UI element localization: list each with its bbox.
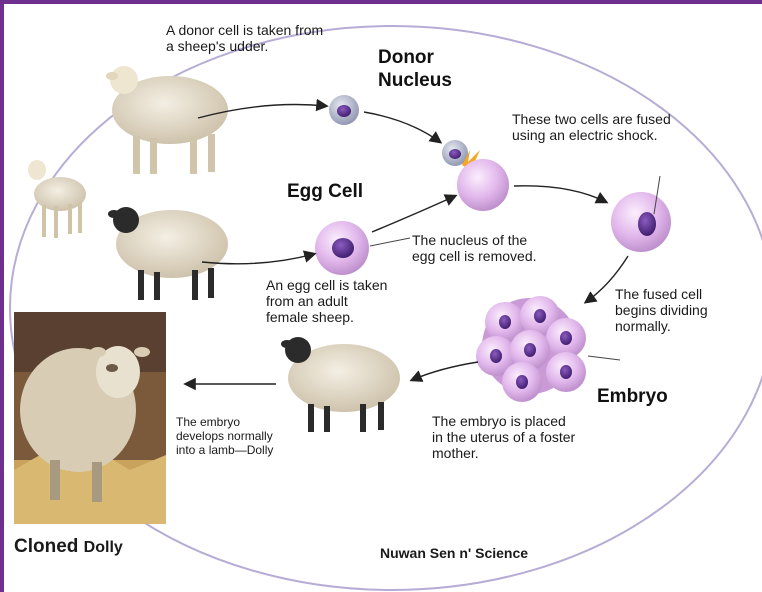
dolly-photo: [14, 312, 166, 524]
embryo-icon: [476, 296, 586, 402]
donor-cell-icon: [329, 95, 359, 125]
caption-dividing: The fused cell begins dividing normally.: [615, 286, 708, 334]
caption-donor-cell: A donor cell is taken from a sheep's udd…: [166, 22, 323, 54]
caption-egg-taken: An egg cell is taken from an adult femal…: [266, 277, 387, 325]
egg-cell-icon: [315, 221, 369, 275]
arrow-to-foster: [412, 362, 478, 380]
fusion-icon: [442, 140, 509, 211]
arrow-to-fused: [514, 186, 606, 202]
caption-fused: These two cells are fused using an elect…: [512, 111, 671, 143]
egg-sheep-icon: [108, 207, 228, 300]
arrow-egg-to-fusion: [372, 196, 455, 232]
caption-develops: The embryo develops normally into a lamb…: [176, 416, 273, 457]
label-egg-cell: Egg Cell: [287, 181, 363, 203]
label-dolly: Dolly: [84, 539, 123, 556]
foster-sheep-icon: [281, 337, 400, 432]
label-cloned-title: Cloned Dolly: [14, 536, 123, 558]
label-cloned: Cloned: [14, 536, 78, 557]
label-embryo: Embryo: [597, 386, 668, 408]
fused-cell-icon: [611, 192, 671, 252]
caption-placed: The embryo is placed in the uterus of a …: [432, 413, 575, 461]
donor-sheep-icon: [106, 66, 228, 174]
credit-text: Nuwan Sen n' Science: [380, 545, 528, 561]
arrow-to-fusion: [364, 112, 440, 142]
caption-nucleus-removed: The nucleus of the egg cell is removed.: [412, 232, 537, 264]
label-donor-nucleus: Donor Nucleus: [378, 47, 452, 93]
